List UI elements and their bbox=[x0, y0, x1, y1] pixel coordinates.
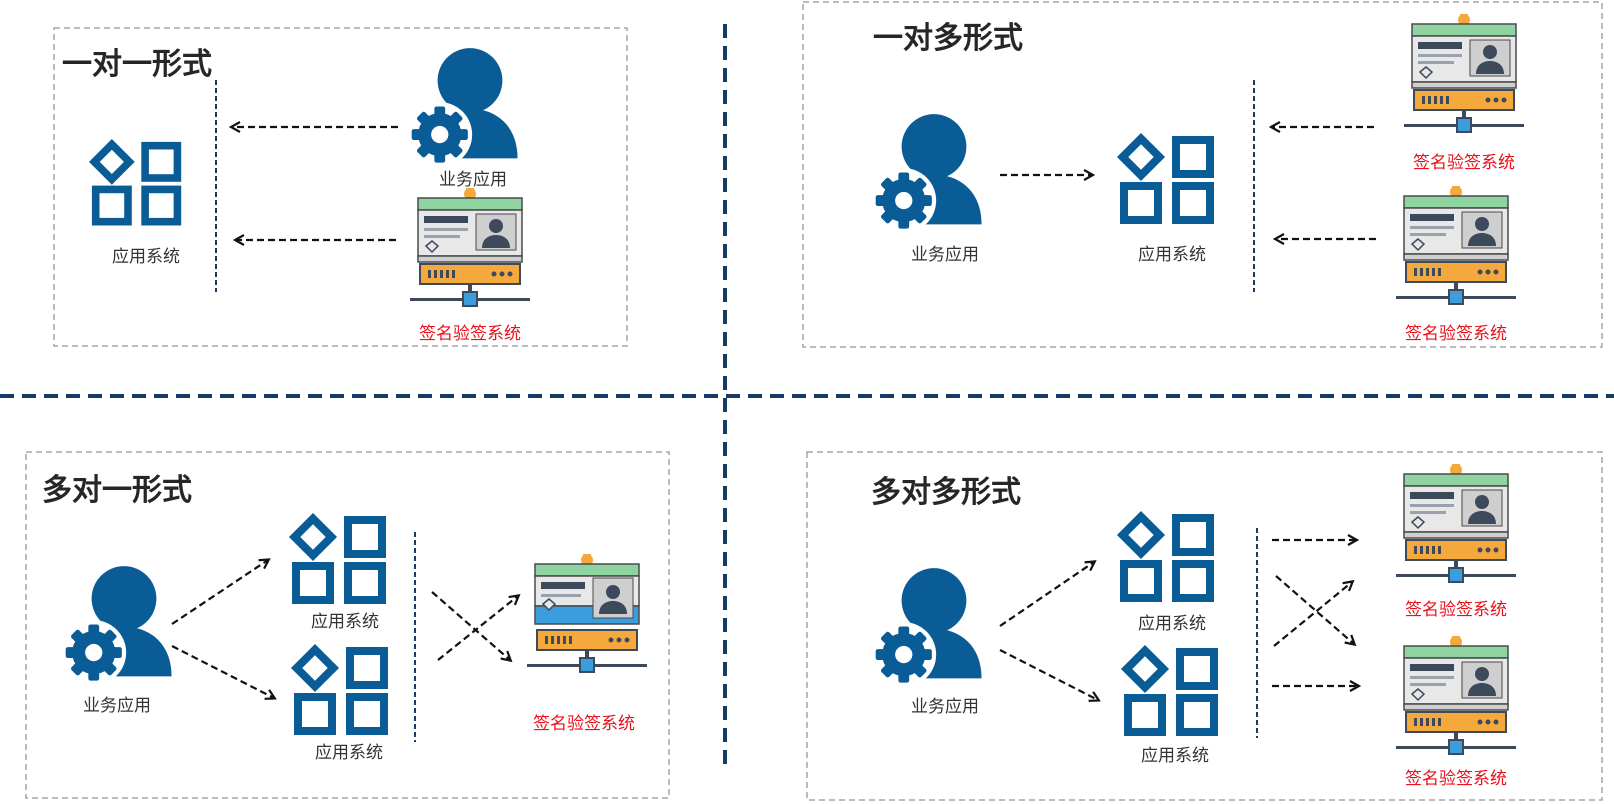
app-system-label: 应用系统 bbox=[311, 612, 379, 632]
signature-server-label: 签名验签系统 bbox=[1405, 600, 1507, 620]
signature-server-label: 签名验签系统 bbox=[419, 324, 521, 344]
app-system-label: 应用系统 bbox=[315, 743, 383, 763]
signature-server-icon bbox=[1395, 463, 1517, 583]
arrow-user-to-app-2 bbox=[171, 645, 274, 698]
business-app-label: 业务应用 bbox=[911, 697, 979, 717]
signature-server-icon bbox=[1395, 185, 1517, 305]
arrow-user-to-app-2 bbox=[999, 649, 1098, 700]
quadrant-title: 一对一形式 bbox=[62, 47, 212, 82]
business-app-label: 业务应用 bbox=[439, 170, 507, 190]
quadrant-title: 一对多形式 bbox=[873, 21, 1023, 56]
signature-server-label: 签名验签系统 bbox=[1405, 769, 1507, 789]
quadrant-many-to-many: 多对多形式 业务应用 应用系统 应用系统 签名验签系统 签名验签系统 bbox=[806, 451, 1603, 801]
signature-server-label: 签名验签系统 bbox=[1413, 153, 1515, 173]
signature-server-icon bbox=[526, 553, 648, 673]
arrow-app-1-to-server bbox=[431, 591, 510, 660]
app-grid-icon bbox=[1127, 651, 1214, 732]
signature-server-label: 签名验签系统 bbox=[1405, 324, 1507, 344]
app-grid-icon bbox=[1123, 139, 1210, 220]
user-gear-icon bbox=[407, 48, 518, 167]
quadrant-frame bbox=[806, 451, 1603, 801]
app-grid-icon bbox=[1123, 517, 1210, 598]
business-app-label: 业务应用 bbox=[83, 696, 151, 716]
app-grid-icon bbox=[94, 144, 177, 221]
user-gear-icon bbox=[871, 114, 982, 233]
arrow-app-1-to-server-2 bbox=[1275, 575, 1354, 644]
app-system-label: 应用系统 bbox=[112, 247, 180, 267]
app-system-label: 应用系统 bbox=[1138, 614, 1206, 634]
arrow-app-2-to-server-1 bbox=[1273, 582, 1352, 647]
quadrant-title: 多对多形式 bbox=[871, 475, 1021, 510]
quadrant-one-to-many: 一对多形式 业务应用 应用系统 签名验签系统 签名验签系统 bbox=[802, 1, 1603, 348]
signature-server-icon bbox=[1395, 635, 1517, 755]
quadrant-frame bbox=[802, 1, 1603, 348]
signature-server-label: 签名验签系统 bbox=[533, 714, 635, 734]
signature-server-icon bbox=[409, 187, 531, 307]
arrow-app-2-to-server bbox=[437, 596, 518, 661]
user-gear-icon bbox=[871, 568, 982, 687]
quadrant-frame bbox=[53, 27, 628, 347]
arrow-user-to-app-1 bbox=[171, 560, 268, 625]
app-system-label: 应用系统 bbox=[1138, 245, 1206, 265]
signature-server-icon bbox=[1403, 13, 1525, 133]
app-system-label: 应用系统 bbox=[1141, 746, 1209, 766]
quadrant-many-to-one: 多对一形式 业务应用 应用系统 应用系统 签名验签系统 bbox=[25, 451, 670, 799]
quadrant-frame bbox=[25, 451, 670, 799]
quadrant-title: 多对一形式 bbox=[42, 473, 192, 508]
user-gear-icon bbox=[61, 566, 172, 685]
quadrant-one-to-one: 一对一形式 应用系统 业务应用 签名验签系统 bbox=[53, 27, 628, 347]
app-grid-icon bbox=[295, 519, 382, 600]
business-app-label: 业务应用 bbox=[911, 245, 979, 265]
arrow-user-to-app-1 bbox=[999, 562, 1094, 627]
app-grid-icon bbox=[297, 650, 384, 731]
